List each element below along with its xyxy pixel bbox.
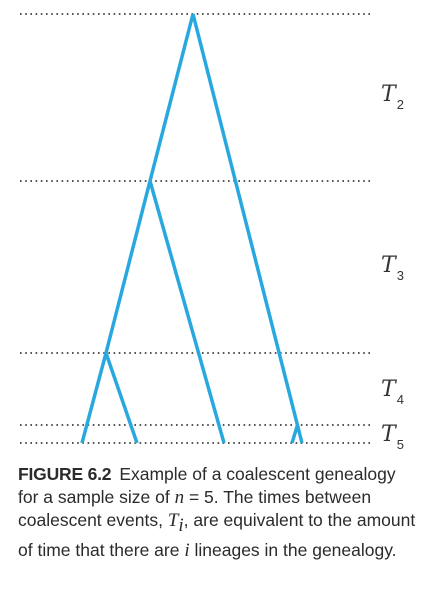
branch-root-right — [191, 13, 304, 444]
branch-root-left — [148, 13, 195, 182]
interval-label-t2-sub: 2 — [397, 97, 404, 112]
interval-labels: T2 T3 T4 T5 — [381, 82, 404, 452]
interval-label-t4-sub: 4 — [397, 392, 404, 407]
caption-t-subscript: i — [178, 514, 184, 536]
caption-text-part1: Example of a coalescent genealogy for a … — [18, 464, 396, 507]
time-guide-lines — [20, 13, 370, 444]
branch-node3-left — [104, 180, 152, 354]
caption-n-variable: n — [174, 486, 185, 508]
branch-node5-left — [290, 424, 300, 444]
caption-n-equals: = 5. The times between coalescent events… — [18, 486, 372, 531]
interval-label-t5-sub: 5 — [397, 437, 404, 452]
interval-label-t2: T2 — [381, 82, 404, 112]
interval-label-t5: T5 — [381, 422, 404, 452]
caption-i-variable: i — [184, 540, 190, 561]
caption-text-part2: , are equivalent to the amount of time t… — [18, 510, 416, 560]
interval-label-t3-sub: 3 — [397, 268, 404, 283]
interval-label-t3: T3 — [381, 253, 404, 283]
branch-node4-right — [104, 352, 139, 444]
interval-label-t4-var: T — [381, 377, 398, 402]
figure-label: FIGURE 6.2 — [18, 464, 112, 484]
caption-text-part3: lineages in the genealogy. — [189, 540, 397, 560]
interval-label-t3-var: T — [381, 253, 398, 278]
genealogy-branches — [80, 13, 304, 444]
interval-label-t2-var: T — [381, 82, 398, 107]
interval-label-t4: T4 — [381, 377, 404, 407]
coalescent-genealogy-diagram: T2 T3 T4 T5 — [20, 13, 404, 452]
branch-node3-right — [148, 180, 226, 444]
interval-label-t5-var: T — [381, 422, 398, 447]
branch-node4-left — [80, 352, 108, 444]
caption-t-variable: T — [167, 510, 179, 531]
